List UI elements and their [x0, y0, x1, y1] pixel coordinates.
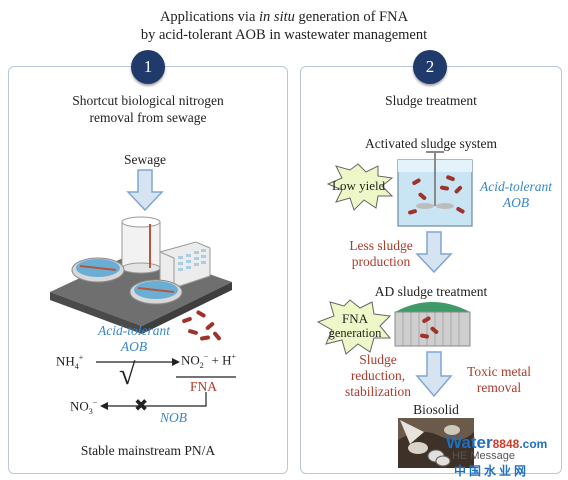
p2-aob-label-2: AOB: [502, 195, 530, 210]
p2-aob-label-1: Acid-tolerant: [480, 179, 552, 194]
sludge-red-3: stabilization: [345, 384, 411, 399]
biosolid-label: Biosolid: [413, 402, 459, 417]
toxic-metal-2: removal: [476, 380, 522, 395]
panel-1-footer: Stable mainstream PN/A: [80, 443, 216, 458]
sewage-label: Sewage: [124, 152, 166, 167]
ad-digester-icon: [394, 302, 471, 347]
sewage-arrow-icon: [126, 169, 164, 212]
sludge-red-2: reduction,: [350, 368, 406, 383]
wechat-logo-icon: [427, 449, 451, 467]
aeration-tank-icon: [397, 151, 473, 227]
title-italic: in situ: [259, 9, 295, 25]
fna-gen-2: generation: [328, 326, 382, 340]
low-yield-label: Low yield: [332, 178, 386, 193]
watermark-logo: Water8848.com: [446, 433, 548, 452]
ad-sludge-label: AD sludge treatment: [374, 284, 488, 299]
panel-2-heading: Sludge treatment: [385, 93, 477, 108]
aob-label-1: Acid-tolerant: [98, 323, 170, 338]
title-suffix: generation of FNA: [298, 9, 409, 25]
treatment-plant-icon: [50, 216, 232, 334]
panel-1-heading-1: Shortcut biological nitrogen: [72, 93, 224, 108]
activated-sludge-label: Activated sludge system: [365, 136, 497, 151]
figure-subtitle: by acid-tolerant AOB in wastewater manag…: [140, 27, 428, 43]
sludge-red-1: Sludge: [359, 352, 397, 367]
panel-1-heading-2: removal from sewage: [89, 110, 207, 125]
watermark-chinese: 中国水业网: [454, 464, 530, 478]
panel-1-badge: 1: [131, 50, 165, 84]
figure-title: Applications via in situ generation of F…: [0, 8, 568, 26]
panel-2-badge: 2: [413, 50, 447, 84]
aob-label-2: AOB: [120, 339, 148, 354]
fna-label: FNA: [190, 379, 218, 394]
down-arrow-1-icon: [415, 231, 453, 274]
panel-sludge: [300, 66, 562, 474]
title-prefix: Applications via: [159, 9, 256, 25]
less-sludge-2: production: [351, 254, 411, 269]
fna-burst-icon: [316, 299, 392, 355]
nh4-formula: NH4+: [56, 353, 84, 371]
no3-formula: NO3−: [70, 398, 98, 416]
no2-formula: NO2− + H+: [181, 352, 237, 370]
biosolid-image: [398, 418, 474, 468]
toxic-metal-1: Toxic metal: [467, 364, 531, 379]
low-yield-burst-icon: [326, 163, 394, 211]
nob-label: NOB: [160, 410, 187, 425]
fna-gen-1: FNA: [341, 311, 368, 326]
aob-bacteria-icon: [182, 310, 221, 341]
less-sludge-1: Less sludge: [349, 238, 413, 253]
down-arrow-2-icon: [415, 351, 453, 398]
check-icon: √: [119, 358, 136, 391]
watermark-message: HE Message: [452, 450, 515, 462]
cross-icon: ✖: [134, 396, 149, 415]
